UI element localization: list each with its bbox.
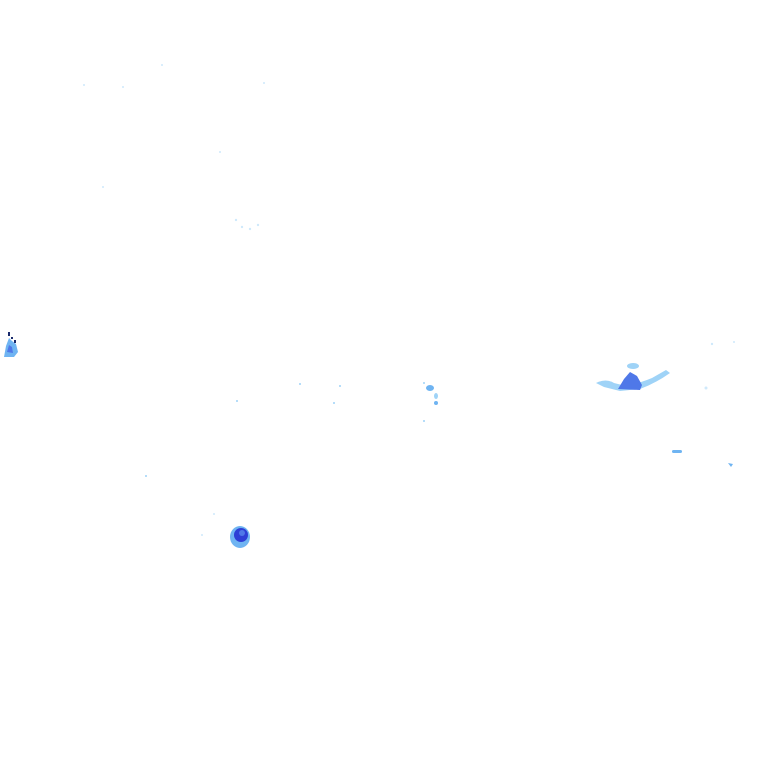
rain-cell-right-drop-1 bbox=[704, 386, 708, 390]
rain-cell-lower-left-drop-2 bbox=[201, 534, 203, 536]
rain-cell-center-b bbox=[434, 393, 438, 399]
drizzle-center-dot-6 bbox=[423, 420, 425, 422]
rain-cell-left-edge-speck-2 bbox=[11, 337, 13, 339]
drizzle-dot-8 bbox=[263, 82, 265, 84]
rain-cell-left-edge-core bbox=[7, 345, 13, 353]
rain-cell-lower-left bbox=[201, 513, 250, 548]
drizzle-dot-1 bbox=[234, 218, 238, 222]
drizzle-dot-7 bbox=[122, 86, 124, 88]
drizzle-center-dot-2 bbox=[339, 385, 341, 387]
drizzle-dot-5 bbox=[102, 186, 104, 188]
rain-cell-center-d bbox=[423, 382, 425, 384]
rain-cell-right-cap bbox=[627, 363, 639, 369]
rain-cell-lower-left-drop-1 bbox=[213, 513, 215, 515]
drizzle-dot-3 bbox=[248, 227, 252, 231]
rain-cell-right-band bbox=[596, 370, 670, 391]
drizzle-dot-6 bbox=[83, 84, 85, 86]
drizzle-center bbox=[145, 383, 425, 477]
rain-cell-left-edge bbox=[4, 332, 18, 357]
rain-cell-right-core bbox=[618, 372, 642, 390]
rain-cell-right bbox=[596, 341, 735, 467]
rain-cell-lower-left-inner bbox=[239, 530, 245, 536]
rain-cell-center-c bbox=[434, 401, 438, 405]
rain-cell-right-fleck bbox=[728, 463, 733, 467]
drizzle-center-dot-1 bbox=[299, 383, 301, 385]
rain-cell-center bbox=[423, 382, 438, 405]
rain-cell-right-dash bbox=[672, 450, 682, 453]
drizzle-dot-2 bbox=[240, 225, 244, 229]
rain-cell-left-edge-speck-3 bbox=[14, 340, 16, 343]
drizzle-dot-4 bbox=[256, 223, 260, 227]
rain-cell-right-drop-3 bbox=[733, 341, 735, 343]
drizzle-center-dot-3 bbox=[333, 402, 335, 404]
drizzle-dot-9 bbox=[161, 64, 163, 66]
drizzle-center-dot-4 bbox=[236, 400, 238, 402]
drizzle-dot-10 bbox=[219, 151, 221, 153]
rain-cell-right-drop-2 bbox=[710, 342, 714, 346]
rain-cell-left-edge-speck-1 bbox=[8, 332, 10, 336]
drizzle-upper-left bbox=[83, 64, 265, 231]
rain-cell-center-a bbox=[426, 385, 434, 391]
drizzle-center-dot-5 bbox=[145, 475, 147, 477]
